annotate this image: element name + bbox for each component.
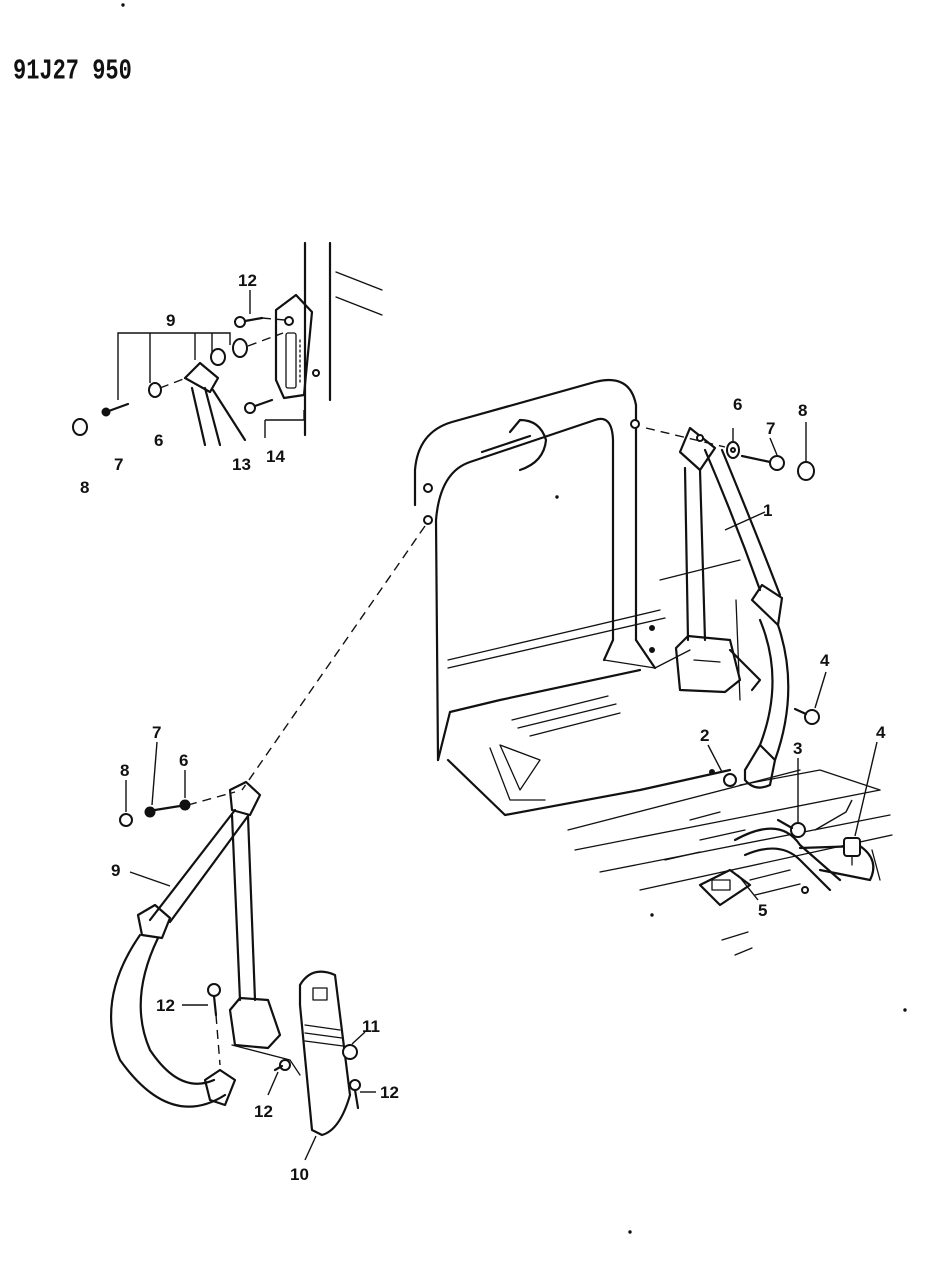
rear-belt-retractor-assembly — [674, 426, 790, 789]
drawing-reference-number: 91J27 950 — [13, 55, 132, 88]
callout-10-buckle: 10 — [290, 1165, 309, 1184]
callout-2: 2 — [700, 726, 709, 745]
callout-8-rear: 8 — [798, 401, 807, 420]
callout-11: 11 — [362, 1017, 380, 1036]
rear-buckle — [698, 827, 875, 907]
callout-9-inset: 9 — [166, 311, 175, 330]
callout-14-inset: 14 — [266, 447, 285, 466]
callout-7-rear: 7 — [766, 419, 775, 438]
callout-1-retractor: 1 — [763, 501, 772, 520]
callout-3: 3 — [793, 739, 802, 758]
d-ring-turning-loop — [183, 361, 247, 447]
inset-detail — [72, 241, 383, 447]
rear-anchor-fasteners — [645, 427, 861, 866]
callout-4-upper: 4 — [820, 651, 830, 670]
callout-12-front-right: 12 — [380, 1083, 399, 1102]
front-belt-assembly — [110, 525, 426, 1108]
callout-8-inset: 8 — [80, 478, 89, 497]
callout-7-front: 7 — [152, 723, 161, 742]
callout-12-inset: 12 — [238, 271, 257, 290]
callout-6-inset: 6 — [154, 431, 163, 450]
callout-4-lower: 4 — [876, 723, 886, 742]
callout-7-inset: 7 — [114, 455, 123, 474]
callout-8-front: 8 — [120, 761, 129, 780]
callout-9-front: 9 — [111, 861, 120, 880]
callout-12-front-left: 12 — [156, 996, 175, 1015]
callout-5-buckle: 5 — [758, 901, 767, 920]
callout-13-inset: 13 — [232, 455, 251, 474]
front-buckle-assembly — [273, 970, 361, 1137]
main-assembly — [110, 3, 907, 1234]
vehicle-floor — [436, 559, 893, 956]
bolt-12-inset — [234, 316, 286, 328]
height-adjuster-bracket — [274, 293, 320, 400]
callout-numbers: 12 9 6 7 8 13 14 6 7 8 1 4 2 3 4 5 7 8 6… — [80, 271, 886, 1184]
roll-bar — [413, 378, 691, 762]
callout-6-front: 6 — [179, 751, 188, 770]
bolt-13-inset — [244, 398, 274, 414]
callout-12-front-bottom: 12 — [254, 1102, 273, 1121]
callout-6-rear: 6 — [733, 395, 742, 414]
callout-leaders — [125, 422, 878, 1161]
